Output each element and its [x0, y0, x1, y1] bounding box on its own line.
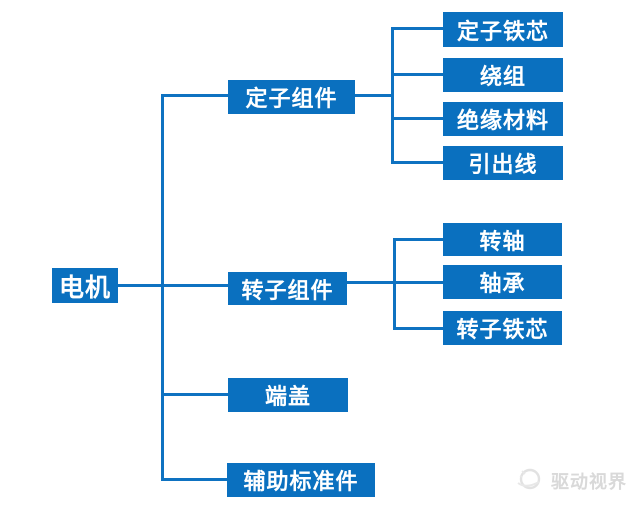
connector-line-shaft — [393, 238, 443, 241]
node-auxiliary-standard-parts: 辅助标准件 — [227, 463, 375, 497]
connector-line-endcover — [161, 393, 228, 396]
watermark-brand-text: 驱动视界 — [551, 471, 627, 492]
node-shaft: 转轴 — [443, 223, 562, 256]
connector-line-lead-wire — [391, 161, 443, 164]
connector-line-rotor-core — [393, 327, 443, 330]
brand-logo-icon — [514, 461, 544, 500]
connector-line-stator-core — [391, 27, 443, 30]
connector-line-root — [118, 284, 228, 287]
node-bearing: 轴承 — [443, 265, 562, 299]
node-motor: 电机 — [52, 268, 118, 303]
node-rotor-assembly: 转子组件 — [228, 272, 347, 305]
node-rotor-core: 转子铁芯 — [443, 311, 562, 345]
node-end-cover: 端盖 — [228, 378, 348, 412]
node-winding: 绕组 — [443, 58, 563, 92]
connector-line-branch2-vertical — [393, 238, 396, 330]
connector-line-winding — [391, 73, 443, 76]
connector-line-aux — [161, 478, 227, 481]
watermark: 驱动视界 — [514, 461, 627, 500]
connector-line-insulation — [391, 117, 443, 120]
node-lead-wire: 引出线 — [443, 146, 563, 180]
connector-line-stator — [161, 94, 228, 97]
node-insulation-material: 绝缘材料 — [443, 102, 563, 136]
connector-line-stator-branch — [355, 94, 392, 97]
connector-line-main-vertical — [161, 94, 164, 481]
node-stator-assembly: 定子组件 — [228, 80, 355, 114]
node-stator-core: 定子铁芯 — [443, 12, 563, 47]
connector-line-branch1-vertical — [391, 27, 394, 164]
